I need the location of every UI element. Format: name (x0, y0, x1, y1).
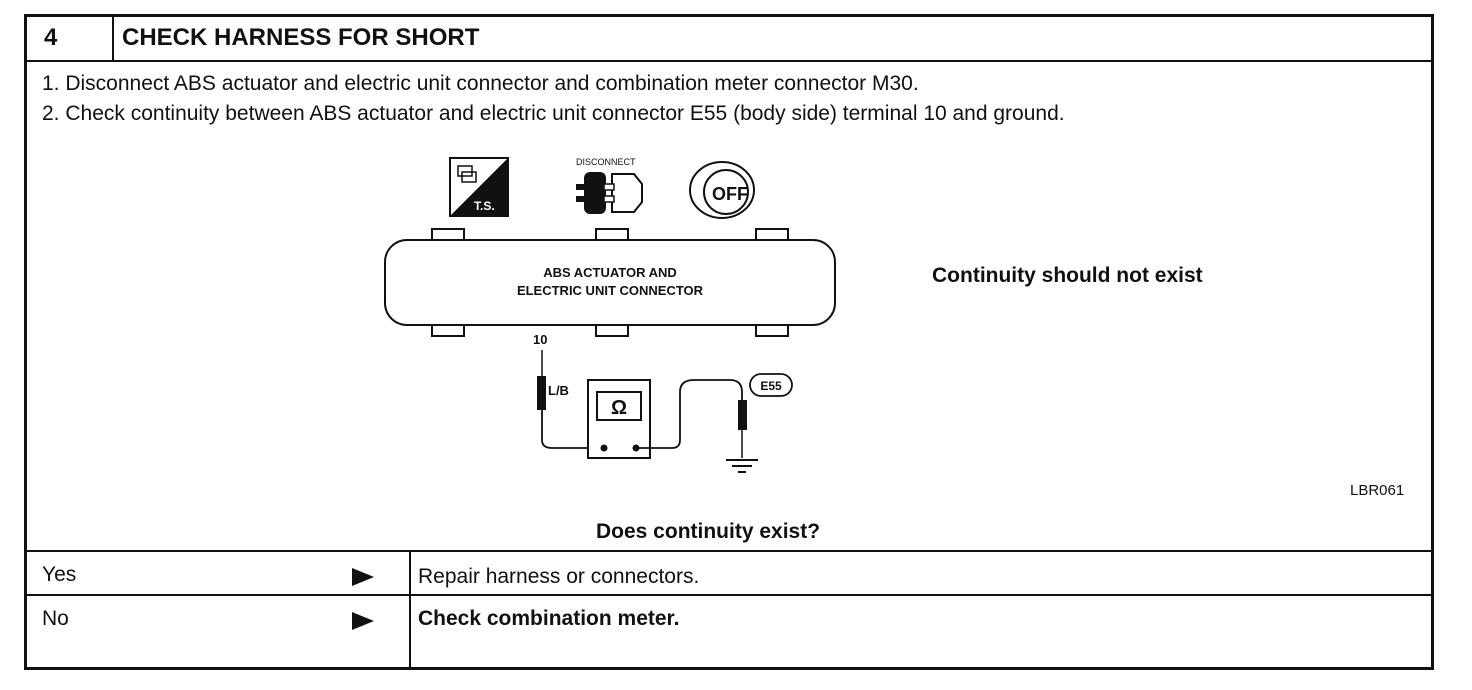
step-number: 4 (44, 24, 58, 51)
ohmmeter-icon: Ω (587, 379, 651, 459)
disconnect-label: DISCONNECT (576, 157, 636, 167)
answer-yes: Yes (42, 563, 77, 586)
outcome-row-divider (24, 594, 1434, 596)
left-probe (537, 350, 604, 449)
figure-code: LBR061 (1350, 482, 1405, 499)
action-no: Check combination meter. (418, 607, 680, 630)
ignition-off-icon: OFF (689, 161, 755, 219)
meter-symbol: Ω (611, 397, 627, 419)
header-divider (24, 60, 1434, 62)
wire-color-label: L/B (548, 383, 569, 398)
ground-icon (726, 459, 758, 473)
connector-body: ABS ACTUATOR AND ELECTRIC UNIT CONNECTOR (384, 228, 836, 337)
ts-icon: T.S. (449, 157, 509, 217)
outcome-column-divider (409, 550, 411, 670)
connector-label-1: ABS ACTUATOR AND (543, 265, 677, 280)
action-yes: Repair harness or connectors. (418, 565, 700, 588)
connector-id: E55 (760, 379, 782, 393)
outcome-top-divider (24, 550, 1434, 552)
right-arrow-icon (352, 568, 374, 586)
off-label: OFF (712, 184, 748, 204)
connector-id-tag: E55 (749, 373, 793, 397)
question: Does continuity exist? (596, 520, 821, 543)
right-arrow-icon (352, 612, 374, 630)
right-probe (636, 379, 747, 458)
answer-no: No (42, 607, 69, 630)
step-number-divider (112, 14, 114, 61)
procedure-frame (24, 14, 1434, 670)
terminal-label: 10 (533, 332, 547, 347)
result-note: Continuity should not exist (932, 264, 1203, 287)
ts-icon-label: T.S. (474, 199, 495, 213)
instruction-1: 1. Disconnect ABS actuator and electric … (42, 72, 919, 95)
connector-label-2: ELECTRIC UNIT CONNECTOR (517, 283, 704, 298)
instruction-2: 2. Check continuity between ABS actuator… (42, 102, 1065, 125)
disconnect-icon: DISCONNECT (576, 157, 643, 214)
step-title: CHECK HARNESS FOR SHORT (122, 24, 480, 51)
